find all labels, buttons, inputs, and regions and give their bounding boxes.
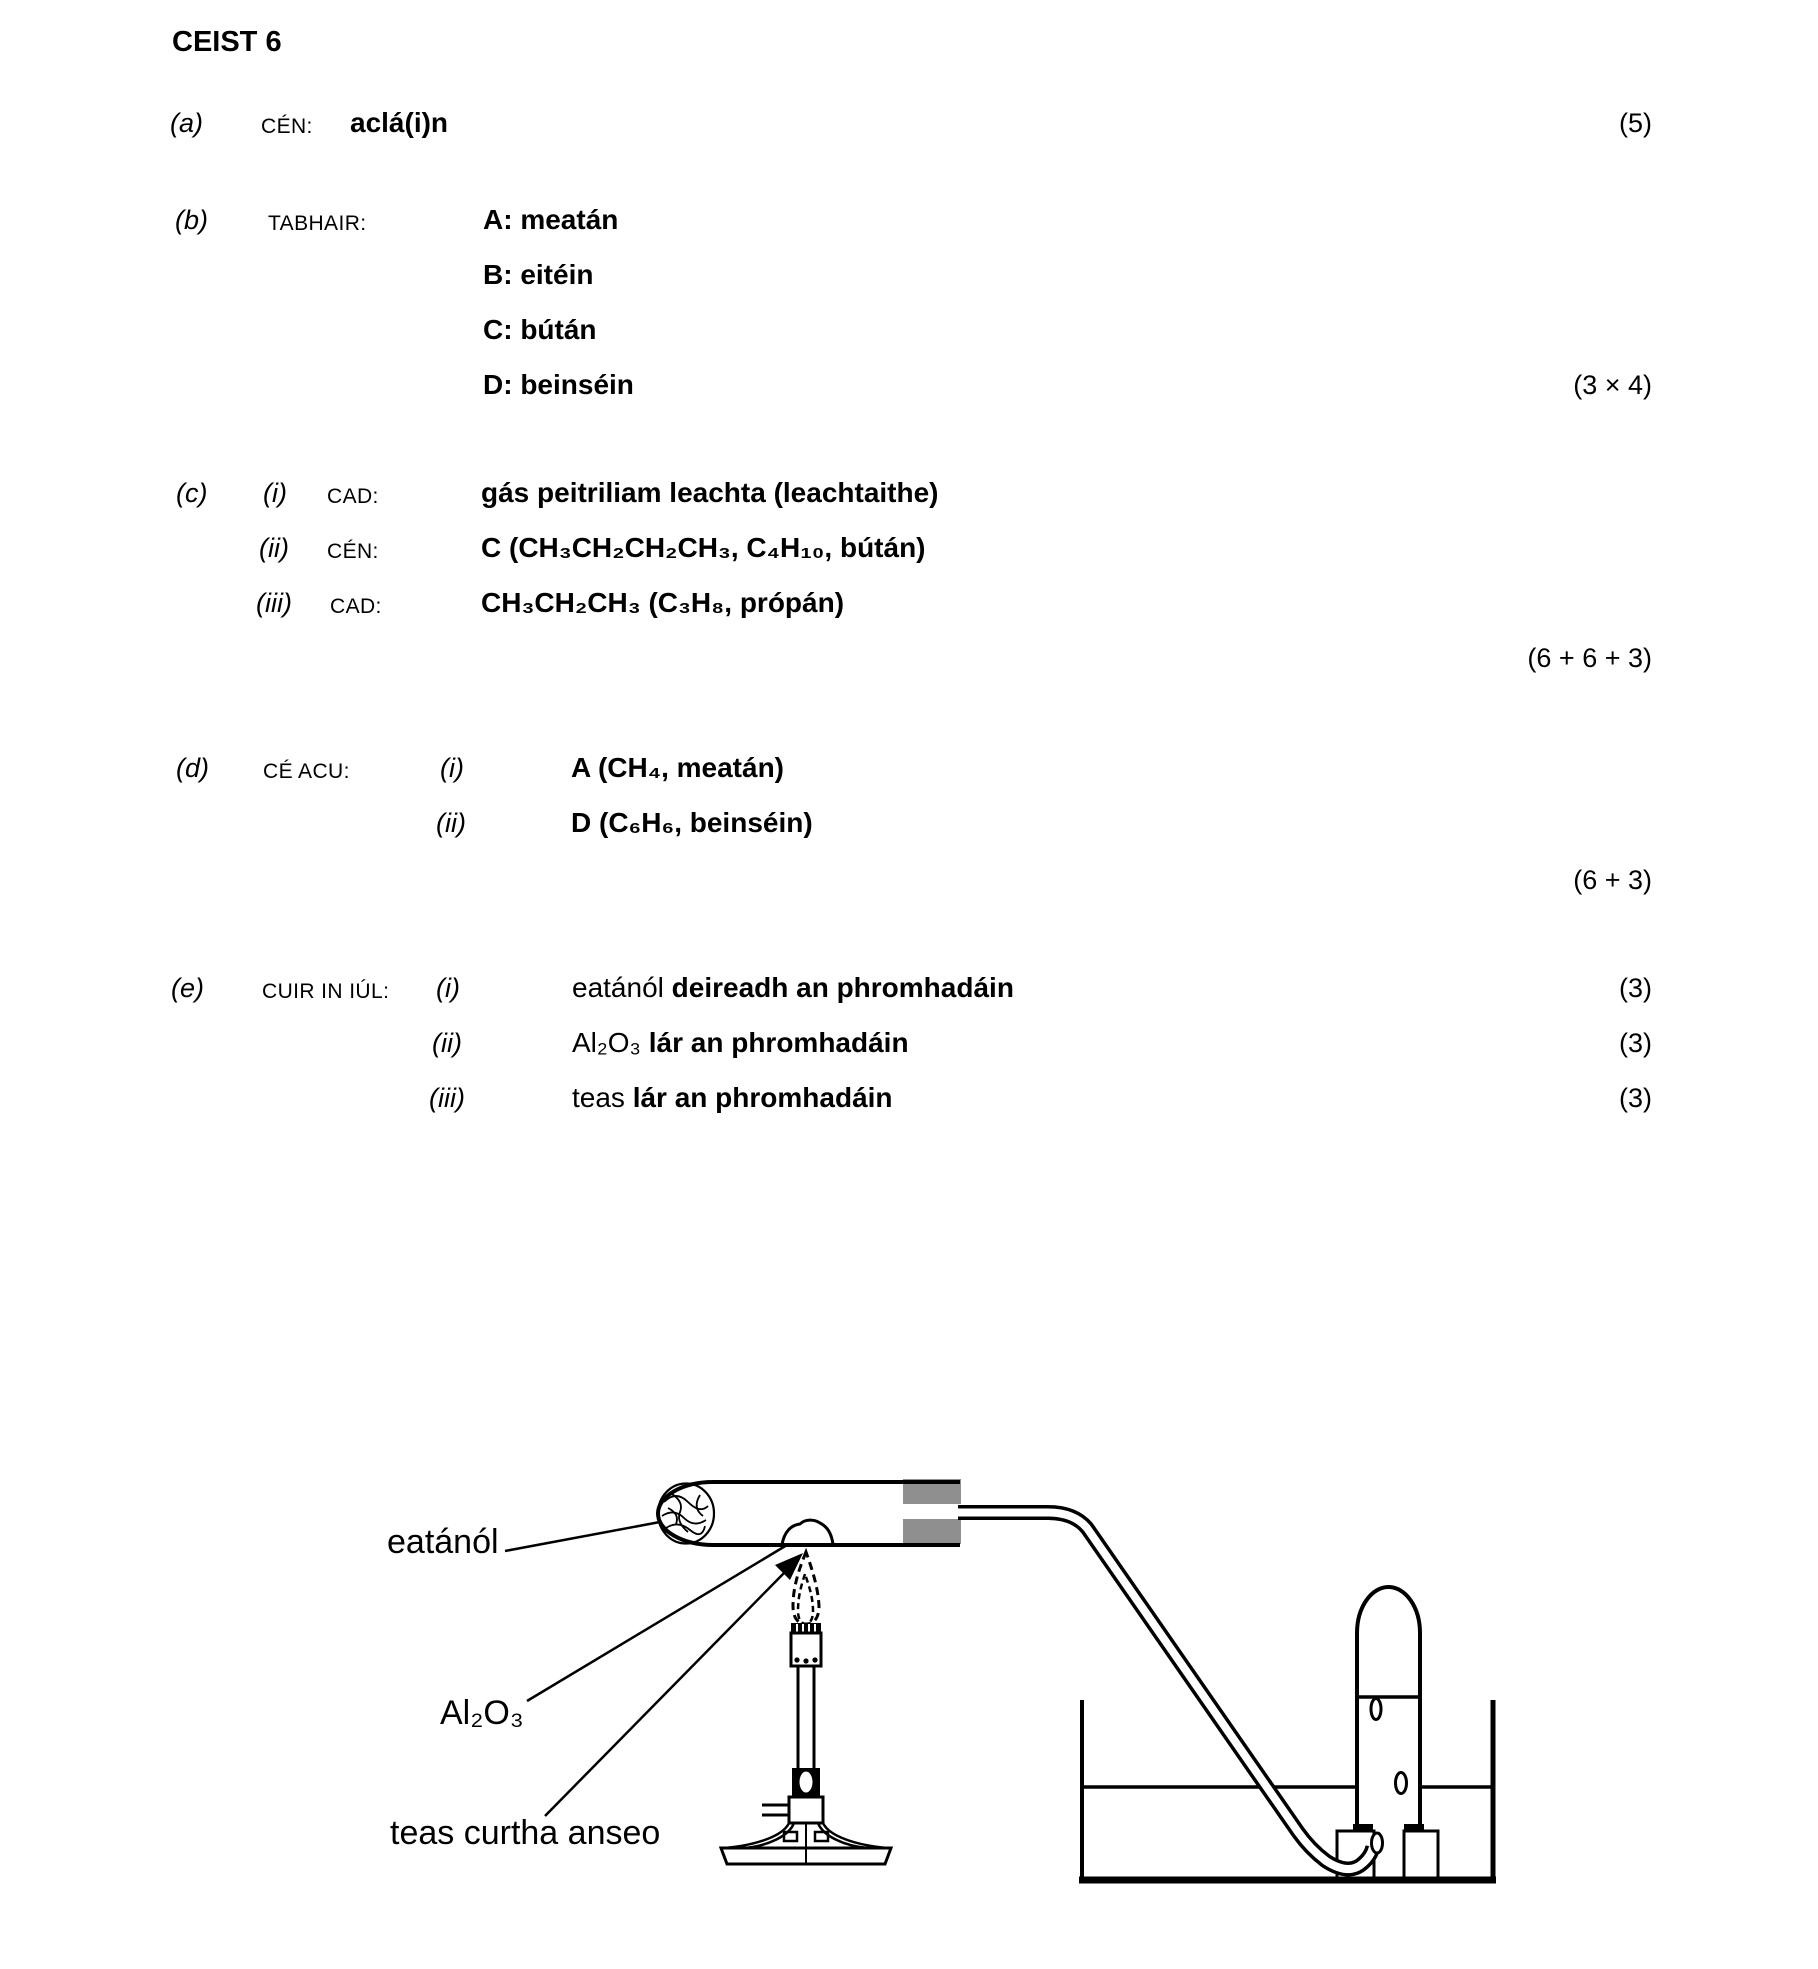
part-b-marks: (3 × 4): [1573, 370, 1652, 400]
burner-top-band: [791, 1623, 821, 1633]
part-e-i-roman: (i): [436, 973, 460, 1003]
part-e-ii-marks: (3): [1619, 1028, 1652, 1058]
part-e-i-marks: (3): [1619, 973, 1652, 1003]
part-b-answer-b: B: eitéin: [483, 259, 594, 290]
part-e-i-answer: eatánól deireadh an phromhadáin: [572, 972, 1014, 1004]
air-hole: [799, 1771, 813, 1793]
diagram-leader-lines: [504, 1520, 798, 1817]
part-e-ii-answer: Al₂O₃ lár an phromhadáin: [572, 1027, 909, 1059]
part-e-iii-marks: (3): [1619, 1083, 1652, 1113]
part-c-i-answer: gás peitriliam leachta (leachtaithe): [481, 477, 939, 508]
part-a-answer: aclá(i)n: [350, 107, 449, 138]
catalyst-leader-line: [526, 1537, 798, 1703]
delivery-tube-outer: [958, 1505, 1381, 1877]
burner-base-detail: [782, 1830, 799, 1843]
part-a-keyword: CÉN:: [261, 115, 313, 138]
burner-dot: [803, 1658, 809, 1664]
burner-dot: [794, 1657, 800, 1663]
boiling-tube-outline: [656, 1480, 960, 1547]
heat-arrowhead-icon: [775, 1553, 803, 1580]
part-c-ii-answer: C (CH₃CH₂CH₂CH₃, C₄H₁₀, bútán): [481, 532, 926, 563]
part-a-label: (a): [170, 108, 203, 138]
part-c-label: (c): [176, 478, 208, 508]
part-e-label: (e): [171, 973, 204, 1003]
part-e-iii-answer: teas lár an phromhadáin: [572, 1082, 893, 1114]
water-trough: [1080, 1700, 1496, 1882]
part-c-ii-keyword: CÉN:: [327, 540, 379, 563]
support-block-right: [1402, 1829, 1440, 1880]
part-e-i-bold: deireadh an phromhadáin: [671, 972, 1014, 1003]
ethanol-leader-line: [504, 1520, 661, 1553]
tube-mouth-rim-right: [1404, 1824, 1424, 1831]
bunsen-burner: [718, 1547, 894, 1866]
part-e-iii-prefix: teas: [572, 1082, 633, 1113]
part-d-ii-roman: (ii): [436, 808, 466, 838]
collection-tube: [1355, 1585, 1422, 1827]
part-c-marks: (6 + 6 + 3): [1527, 643, 1652, 673]
part-b-answer-c: C: bútán: [483, 314, 597, 345]
part-d-marks: (6 + 3): [1573, 865, 1652, 895]
part-e-ii-prefix: Al₂O₃: [572, 1027, 649, 1058]
delivery-tube: [958, 1505, 1381, 1877]
part-c-iii-roman: (iii): [256, 588, 292, 618]
part-c-i-keyword: CAD:: [327, 485, 379, 508]
part-b-keyword: TABHAIR:: [268, 212, 367, 235]
part-e-iii-roman: (iii): [429, 1083, 465, 1113]
gas-inlet-box: [787, 1795, 825, 1825]
burner-base-detail: [813, 1830, 830, 1843]
tube-mouth-rim-left: [1353, 1824, 1373, 1831]
collection-tube-outline: [1355, 1585, 1422, 1827]
part-c-iii-answer: CH₃CH₂CH₃ (C₃H₈, própán): [481, 587, 845, 618]
part-b-answer-d: D: beinséin: [483, 369, 634, 400]
cotton-wool-texture: [661, 1493, 709, 1536]
flame-inner: [796, 1573, 815, 1626]
bubble: [1394, 1771, 1408, 1795]
delivery-tube-bore: [958, 1508, 1377, 1873]
part-e-iii-bold: lár an phromhadáin: [632, 1082, 893, 1113]
part-a-marks: (5): [1619, 108, 1652, 138]
part-b-label: (b): [175, 205, 208, 235]
page-title: CEIST 6: [172, 26, 282, 58]
part-d-label: (d): [176, 753, 209, 783]
bubble: [1369, 1697, 1383, 1721]
apparatus-diagram: eatánól Al₂O₃ teas curtha anseo: [387, 1479, 1496, 1884]
burner-dot: [812, 1657, 818, 1663]
ethanol-label: eatánól: [387, 1523, 499, 1561]
part-d-i-roman: (i): [440, 753, 464, 783]
part-e-ii-roman: (ii): [432, 1028, 462, 1058]
stopper-bottom: [903, 1519, 961, 1544]
part-d-ii-answer: D (C₆H₆, beinséin): [571, 807, 813, 838]
part-e-keyword: CUIR IN IÚL:: [262, 980, 390, 1003]
bubble-at-tube-tip: [1370, 1831, 1384, 1855]
boiling-tube: [656, 1479, 961, 1547]
catalyst-lump: [780, 1518, 835, 1547]
part-c-i-roman: (i): [263, 478, 287, 508]
burner-top-slits: [796, 1624, 816, 1632]
part-b-answer-a: A: meatán: [483, 204, 619, 235]
part-c-iii-keyword: CAD:: [330, 595, 382, 618]
part-e-i-prefix: eatánól: [572, 972, 672, 1003]
part-e-ii-bold: lár an phromhadáin: [648, 1027, 909, 1058]
part-c-ii-roman: (ii): [259, 533, 289, 563]
heat-label: teas curtha anseo: [390, 1814, 660, 1852]
catalyst-label: Al₂O₃: [440, 1694, 524, 1732]
part-d-keyword: CÉ ACU:: [263, 760, 350, 783]
heat-leader-line: [544, 1570, 787, 1817]
part-d-i-answer: A (CH₄, meatán): [571, 752, 784, 783]
